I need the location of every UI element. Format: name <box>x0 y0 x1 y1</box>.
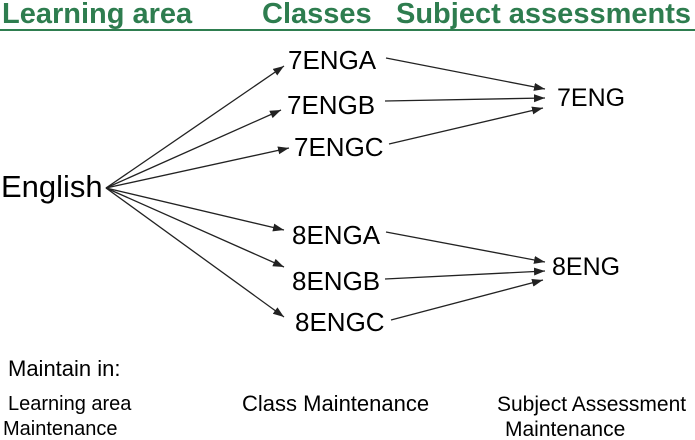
header-subject-assessments: Subject assessments <box>396 0 691 30</box>
node-8engc: 8ENGC <box>295 307 385 337</box>
footer-learning-area-maintenance-line1: Learning area <box>8 393 132 415</box>
edge-english-7enga <box>105 65 285 189</box>
edge-7engb-7eng <box>384 94 546 103</box>
edge-8engb-8eng <box>384 267 546 280</box>
edge-english-8enga <box>105 187 285 232</box>
footer-subject-assessment-maintenance-line2: Maintenance <box>505 418 626 440</box>
footer-title: Maintain in: <box>8 356 121 381</box>
node-8eng: 8ENG <box>552 253 621 281</box>
header-classes: Classes <box>262 0 372 30</box>
node-7engc: 7ENGC <box>294 132 384 162</box>
header-underline <box>0 29 695 31</box>
node-8engb: 8ENGB <box>292 266 381 296</box>
edge-english-8engc <box>105 187 285 318</box>
node-7eng: 7ENG <box>557 84 626 112</box>
edge-7enga-7eng <box>385 57 546 91</box>
edge-english-8engb <box>105 187 285 268</box>
header-learning-area: Learning area <box>2 0 193 30</box>
edge-7engc-7eng <box>388 106 544 145</box>
edge-8engc-8eng <box>390 278 544 321</box>
edge-english-7engb <box>105 109 282 189</box>
node-7engb: 7ENGB <box>287 90 376 120</box>
node-8enga: 8ENGA <box>292 220 381 250</box>
footer-subject-assessment-maintenance-line1: Subject Assessment <box>497 393 687 416</box>
node-7enga: 7ENGA <box>288 45 377 75</box>
edge-english-7engc <box>105 146 290 189</box>
footer-learning-area-maintenance-line2: Maintenance <box>3 418 118 440</box>
node-english: English <box>1 169 103 204</box>
footer-class-maintenance: Class Maintenance <box>242 391 430 416</box>
edge-8enga-8eng <box>385 231 546 264</box>
